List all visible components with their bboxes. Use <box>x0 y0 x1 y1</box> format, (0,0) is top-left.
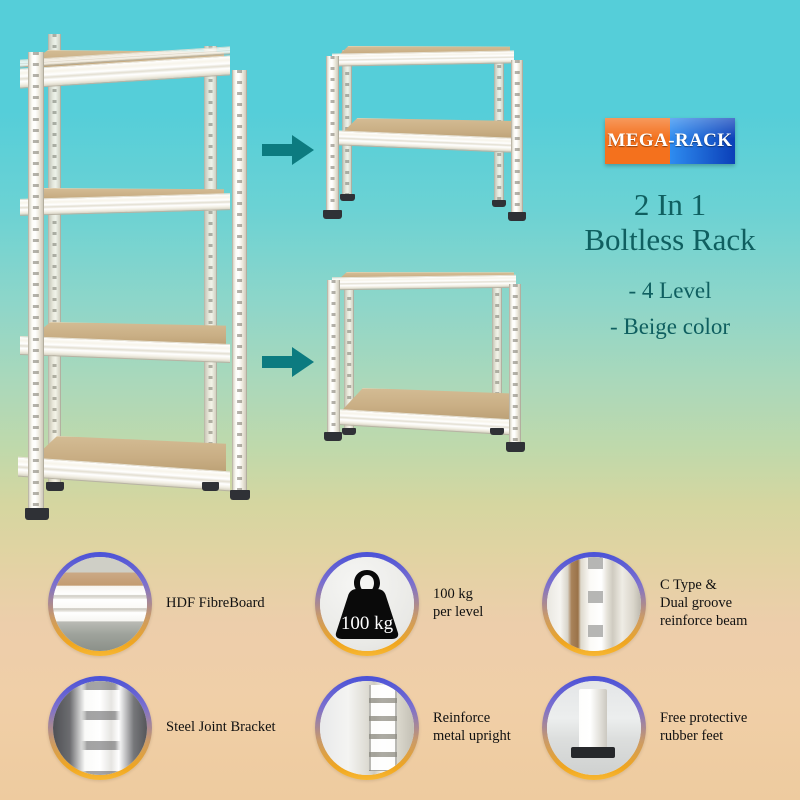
split-bot-upright-front-right <box>509 284 521 446</box>
rubber-feet-icon <box>547 681 641 775</box>
split-bot-beam-top <box>332 274 516 291</box>
split-bot-foot-back-right <box>490 428 504 435</box>
split-bot-upright-back-right <box>492 282 502 432</box>
rack-foot-back-left <box>46 482 64 491</box>
rack-foot-back-right <box>202 482 219 491</box>
brand-copy-block: MEGA-RACK 2 In 1 Boltless Rack - 4 Level… <box>545 118 795 345</box>
split-top-upright-front-left <box>326 56 339 214</box>
split-top-foot-back-right <box>492 200 506 207</box>
feature-hdf-fibreboard: HDF FibreBoard <box>48 552 265 656</box>
split-bot-upright-back-left <box>344 286 354 432</box>
feature-bullet-list: - 4 Level - Beige color <box>545 273 795 344</box>
badge-ring-steel-joint-bracket <box>48 676 152 780</box>
rack-foot-front-right <box>230 490 250 500</box>
feature-load-capacity: 100 kg 100 kg per level <box>315 552 483 656</box>
split-top-foot-front-right <box>508 212 526 221</box>
mega-rack-logo: MEGA-RACK <box>605 118 735 164</box>
rack-upright-back-right <box>204 46 217 486</box>
badge-ring-c-type-beam <box>542 552 646 656</box>
brand-logo-text: MEGA-RACK <box>607 130 733 151</box>
feature-label-c-type-beam: C Type & Dual groove reinforce beam <box>660 577 748 629</box>
badge-photo-steel-joint-bracket <box>53 681 147 775</box>
split-top-upright-front-right <box>511 60 523 216</box>
split-bot-foot-front-right <box>506 442 525 452</box>
feature-steel-joint-bracket: Steel Joint Bracket <box>48 676 276 780</box>
feature-rubber-feet: Free protective rubber feet <box>542 676 747 780</box>
split-bot-foot-front-left <box>324 432 342 441</box>
bracket-icon <box>53 681 147 775</box>
svg-text:100 kg: 100 kg <box>341 613 394 634</box>
upright-icon <box>320 681 414 775</box>
rack-four-level-image <box>8 22 258 522</box>
feature-reinforce-metal-upright: Reinforce metal upright <box>315 676 511 780</box>
transform-arrow-top <box>262 133 314 167</box>
badge-photo-load-capacity: 100 kg <box>320 557 414 651</box>
split-top-upright-back-left <box>342 50 352 198</box>
feature-label-hdf-fibreboard: HDF FibreBoard <box>166 595 265 612</box>
split-bot-upright-front-left <box>327 280 340 436</box>
badge-ring-reinforce-metal-upright <box>315 676 419 780</box>
headline-line-1: 2 In 1 <box>633 187 707 222</box>
transform-arrow-bottom <box>262 345 314 379</box>
feature-label-rubber-feet: Free protective rubber feet <box>660 710 748 744</box>
split-bot-foot-back-left <box>342 428 356 435</box>
bullet-level-count: - 4 Level <box>628 278 712 304</box>
badge-ring-load-capacity: 100 kg <box>315 552 419 656</box>
feature-c-type-beam: C Type & Dual groove reinforce beam <box>542 552 747 656</box>
feature-label-reinforce-metal-upright: Reinforce metal upright <box>433 710 511 744</box>
page-title: 2 In 1 Boltless Rack <box>545 187 795 257</box>
split-top-beam-upper <box>332 50 514 67</box>
badge-photo-hdf-fibreboard <box>53 557 147 651</box>
hero-product-area: MEGA-RACK 2 In 1 Boltless Rack - 4 Level… <box>0 0 800 540</box>
rack-split-bottom-image <box>318 258 533 454</box>
rack-upright-front-left <box>28 52 44 512</box>
rack-upright-front-right <box>232 70 247 494</box>
bullet-color: - Beige color <box>609 314 731 340</box>
badge-photo-rubber-feet <box>547 681 641 775</box>
feature-label-load-capacity: 100 kg per level <box>433 586 484 620</box>
rack-split-top-image <box>318 26 533 222</box>
badge-photo-reinforce-metal-upright <box>320 681 414 775</box>
headline-line-2: Boltless Rack <box>584 221 756 257</box>
feature-label-steel-joint-bracket: Steel Joint Bracket <box>166 719 276 736</box>
weight-icon: 100 kg <box>320 557 414 651</box>
beam-icon <box>547 557 641 651</box>
split-top-foot-front-left <box>323 210 342 219</box>
badge-photo-c-type-beam <box>547 557 641 651</box>
board-edge-icon <box>53 557 147 651</box>
feature-badge-grid: HDF FibreBoard 100 kg 100 kg per level <box>0 540 800 800</box>
rack-foot-front-left <box>25 508 49 520</box>
split-top-foot-back-left <box>340 194 355 201</box>
badge-ring-rubber-feet <box>542 676 646 780</box>
badge-ring-hdf-fibreboard <box>48 552 152 656</box>
rack-upright-back-left <box>48 34 61 486</box>
